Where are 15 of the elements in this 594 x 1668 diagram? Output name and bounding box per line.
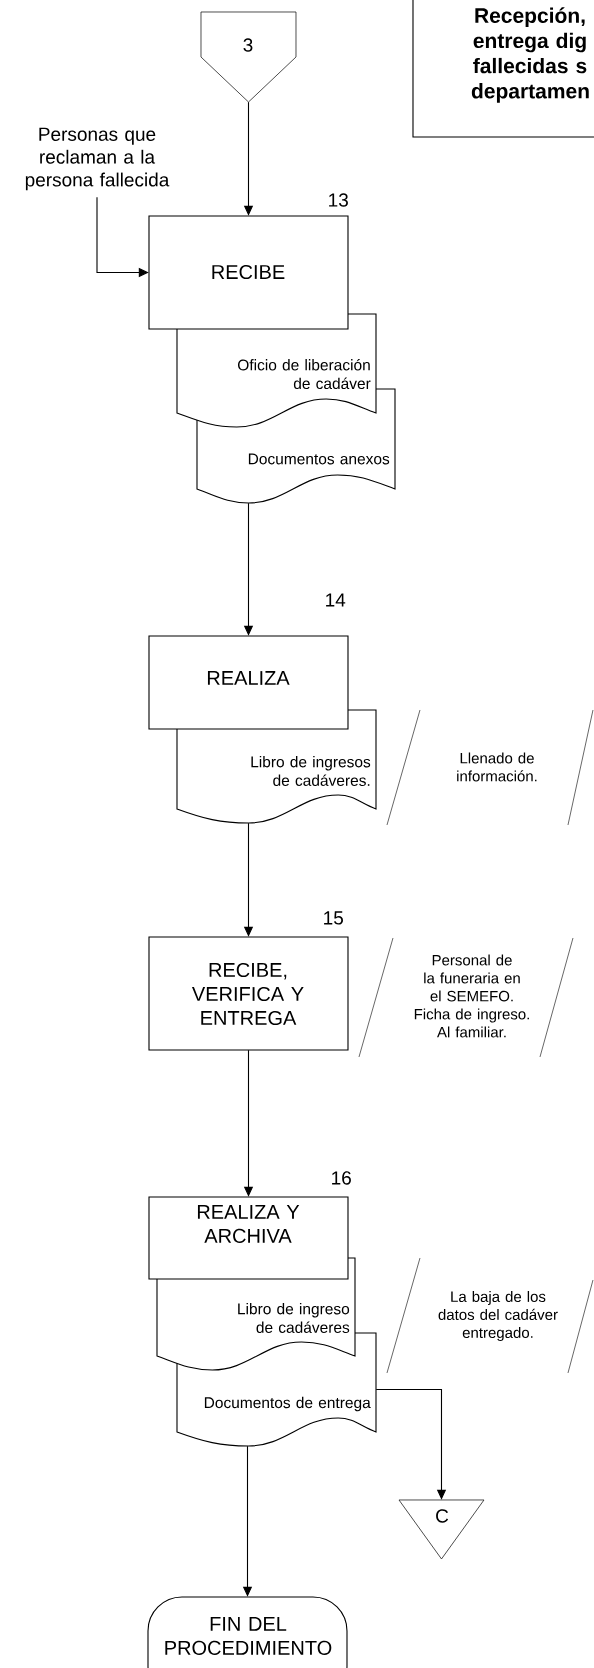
connector-triangle: C xyxy=(398,1499,485,1560)
process-box: REALIZA xyxy=(148,635,349,730)
offpage-connector: 3 xyxy=(200,11,297,103)
process-box: RECIBE, VERIFICA Y ENTREGA xyxy=(148,936,349,1051)
annotation-parallelogram: Llenado de información. xyxy=(386,709,594,826)
step-number: 16 xyxy=(332,1171,351,1185)
annotation-parallelogram: Personal de la funeraria en el SEMEFO. Ficha de ingreso. Al familiar. xyxy=(358,937,574,1058)
step-number: 15 xyxy=(324,911,343,925)
annotation-parallelogram: La baja de los datos del cadáver entregado. xyxy=(386,1257,594,1374)
process-box: REALIZA Y ARCHIVA xyxy=(148,1196,349,1280)
step-number: 13 xyxy=(329,193,348,207)
title-box: Recepción, entrega dig fallecidas s departamen xyxy=(412,0,594,138)
step-number: 14 xyxy=(326,593,346,607)
actor-label: Personas que reclaman a la persona fallecida xyxy=(25,127,170,191)
process-box: RECIBE xyxy=(148,215,349,330)
